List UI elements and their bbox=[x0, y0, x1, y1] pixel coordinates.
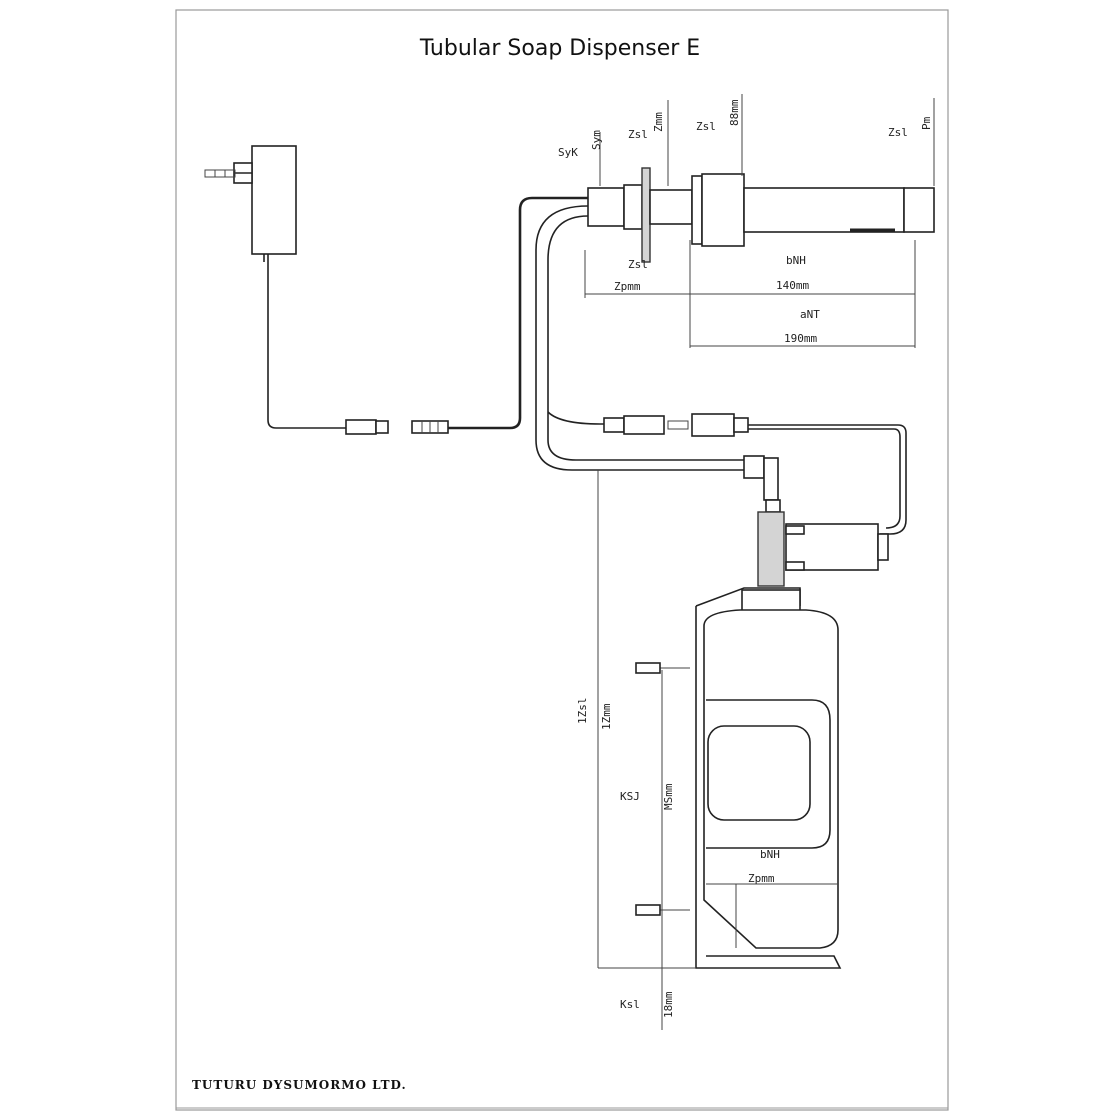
label-top-4: Zsl bbox=[888, 126, 908, 139]
dim-base-code: Ksl bbox=[620, 998, 640, 1011]
label-top-2-value: Zmm bbox=[652, 112, 665, 132]
sheet-border bbox=[175, 9, 949, 1111]
dim-bottle-height-code: 1Zsl bbox=[576, 698, 589, 725]
label-top-4-value: Pm bbox=[920, 116, 933, 130]
label-top-1: SyK bbox=[558, 146, 578, 159]
label-top-3: Zsl bbox=[696, 120, 716, 133]
cable-plug-male bbox=[411, 420, 449, 434]
dim-spout-body-value: 140mm bbox=[776, 279, 809, 292]
dim-bottle-mid-code: KSJ bbox=[620, 790, 640, 803]
dimension-lines bbox=[584, 94, 935, 1030]
soap-tube bbox=[535, 205, 744, 471]
adapter-cable bbox=[267, 254, 346, 429]
spout-assembly bbox=[587, 167, 935, 263]
pump-cable bbox=[547, 411, 604, 425]
cable-plug-female bbox=[345, 419, 377, 435]
dim-base-value: 18mm bbox=[662, 991, 675, 1018]
pump-unit bbox=[743, 455, 889, 587]
dim-spout-body-code: bNH bbox=[786, 254, 806, 267]
label-top-1-value: Sym bbox=[590, 130, 603, 150]
sensor-cable bbox=[448, 196, 588, 430]
label-top-3-value: 88mm bbox=[728, 99, 741, 126]
dim-bottle-height-value: 1Zmm bbox=[600, 703, 613, 730]
power-adapter bbox=[204, 145, 297, 255]
manufacturer-footer: TUTURU DYSUMORMO LTD. bbox=[192, 1078, 407, 1092]
dim-nut-value: Zpmm bbox=[614, 280, 641, 293]
dim-bottle-mid-value: MSmm bbox=[662, 783, 675, 810]
dim-spout-total-value: 190mm bbox=[784, 332, 817, 345]
dim-bottle-width-code: bNH bbox=[760, 848, 780, 861]
dim-spout-total-code: aNT bbox=[800, 308, 820, 321]
dim-nut-code: Zsl bbox=[628, 258, 648, 271]
drawing-title: Tubular Soap Dispenser E bbox=[419, 36, 700, 61]
label-top-2: Zsl bbox=[628, 128, 648, 141]
dim-bottle-width-value: Zpmm bbox=[748, 872, 775, 885]
soap-bottle bbox=[695, 587, 842, 969]
